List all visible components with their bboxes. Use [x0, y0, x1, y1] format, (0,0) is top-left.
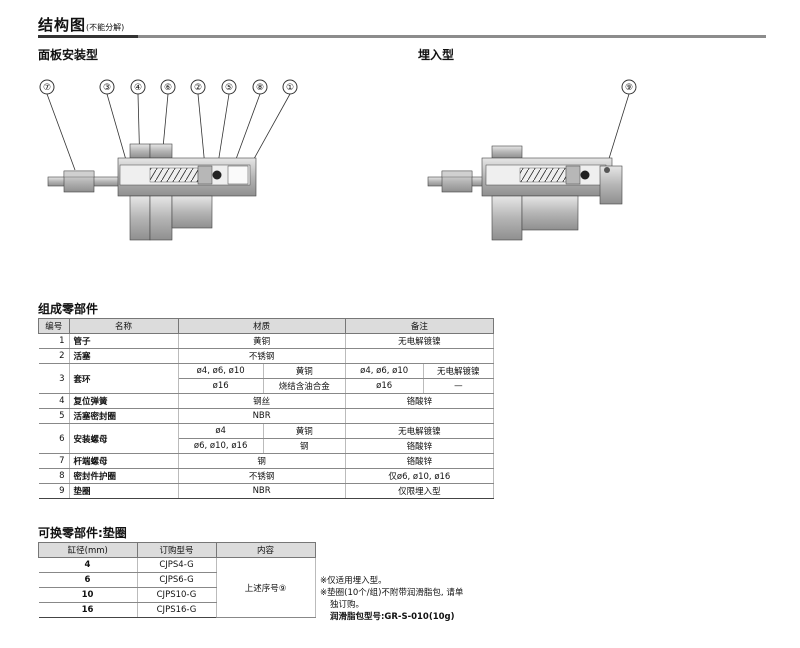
header-content: 内容 [215, 542, 316, 558]
replacement-notes: ※仅适用埋入型。 ※垫圈(10个/组)不附带润滑脂包, 请单 独订购。 润滑脂包… [320, 575, 463, 623]
callout-3-label: ③ [103, 83, 111, 93]
panel-mount-drawing [47, 143, 257, 241]
callout-4-label: ④ [134, 83, 142, 93]
callout-5-label: ⑤ [225, 83, 233, 93]
callout-9-label: ⑨ [625, 83, 633, 93]
callout-5: ⑤ [221, 79, 237, 95]
header-bore: 缸径(mm) [38, 542, 138, 558]
title-text: 结构图 [38, 16, 87, 34]
callout-8: ⑧ [252, 79, 268, 95]
table-row: 4 复位弹簧 钢丝 铬酸锌 [38, 393, 495, 409]
title-underline [38, 35, 766, 38]
callout-1: ① [282, 79, 298, 95]
parts-header-row: 编号 名称 材质 备注 [38, 318, 495, 334]
callout-2: ② [190, 79, 206, 95]
callout-1-label: ① [286, 83, 294, 93]
parts-table: 编号 名称 材质 备注 1 管子 黄铜 无电解镀镍 2 活塞 不锈钢 3 套环 … [38, 318, 495, 499]
replacement-title: 可换零部件:垫圈 [38, 526, 127, 540]
header-name: 名称 [68, 318, 179, 334]
page-title: 结构图(不能分解) [38, 14, 124, 35]
callout-7: ⑦ [39, 79, 55, 95]
replacement-table: 缸径(mm) 订购型号 内容 4 CJPS4-G 上述序号⑨ 6 CJPS6-G… [38, 542, 316, 618]
callout-3: ③ [99, 79, 115, 95]
header-order: 订购型号 [136, 542, 217, 558]
note-line: ※垫圈(10个/组)不附带润滑脂包, 请单 [320, 588, 464, 598]
callout-4: ④ [130, 79, 146, 95]
table-row: 6 CJPS6-G [38, 572, 316, 588]
table-row: 8 密封件护圈 不锈钢 仅ø6, ø10, ø16 [38, 468, 495, 484]
panel-mount-title: 面板安装型 [38, 48, 99, 62]
table-row: 5 活塞密封圈 NBR [38, 408, 495, 424]
callout-2-label: ② [194, 83, 202, 93]
title-note: (不能分解) [86, 23, 125, 32]
table-row: 9 垫圈 NBR 仅限埋入型 [38, 483, 495, 499]
table-row: 2 活塞 不锈钢 [38, 348, 495, 364]
parts-title: 组成零部件 [38, 302, 99, 316]
table-row: 7 杆端螺母 钢 铬酸锌 [38, 453, 495, 469]
callout-7-label: ⑦ [43, 83, 51, 93]
callout-6-label: ⑥ [164, 83, 172, 93]
header-material: 材质 [177, 318, 346, 334]
note-line: ※仅适用埋入型。 [320, 576, 387, 586]
table-row: 1 管子 黄铜 无电解镀镍 [38, 333, 495, 349]
table-row: 6 安装螺母 ø4 黄铜 无电解镀镍 [38, 423, 495, 454]
structure-drawings: ⑦ ③ ④ ⑥ ② ⑤ ⑧ ① ⑨ [39, 79, 637, 241]
embed-type-title: 埋入型 [418, 48, 455, 62]
callout-9: ⑨ [621, 79, 637, 95]
table-row: ø6, ø10, ø16 钢 铬酸锌 [39, 438, 495, 454]
header-note: 备注 [344, 318, 495, 334]
header-no: 编号 [38, 318, 70, 334]
table-row: ø16 烧结含油合金 ø16 — [39, 378, 495, 394]
replacement-header-row: 缸径(mm) 订购型号 内容 [38, 542, 316, 558]
note-line: 独订购。 [330, 600, 365, 610]
table-row: 3 套环 ø4, ø6, ø10 黄铜 ø4, ø6, ø10 无电解镀镍 [38, 363, 495, 394]
replacement-content: 上述序号⑨ [216, 557, 316, 618]
callout-8-label: ⑧ [256, 83, 264, 93]
table-row: 10 CJPS10-G [38, 587, 316, 603]
callout-6: ⑥ [160, 79, 176, 95]
table-row: 16 CJPS16-G [38, 602, 316, 618]
note-line: 润滑脂包型号:GR-S-010(10g) [330, 612, 455, 622]
table-row: 4 CJPS4-G 上述序号⑨ [38, 557, 316, 618]
embed-type-drawing [427, 145, 623, 241]
